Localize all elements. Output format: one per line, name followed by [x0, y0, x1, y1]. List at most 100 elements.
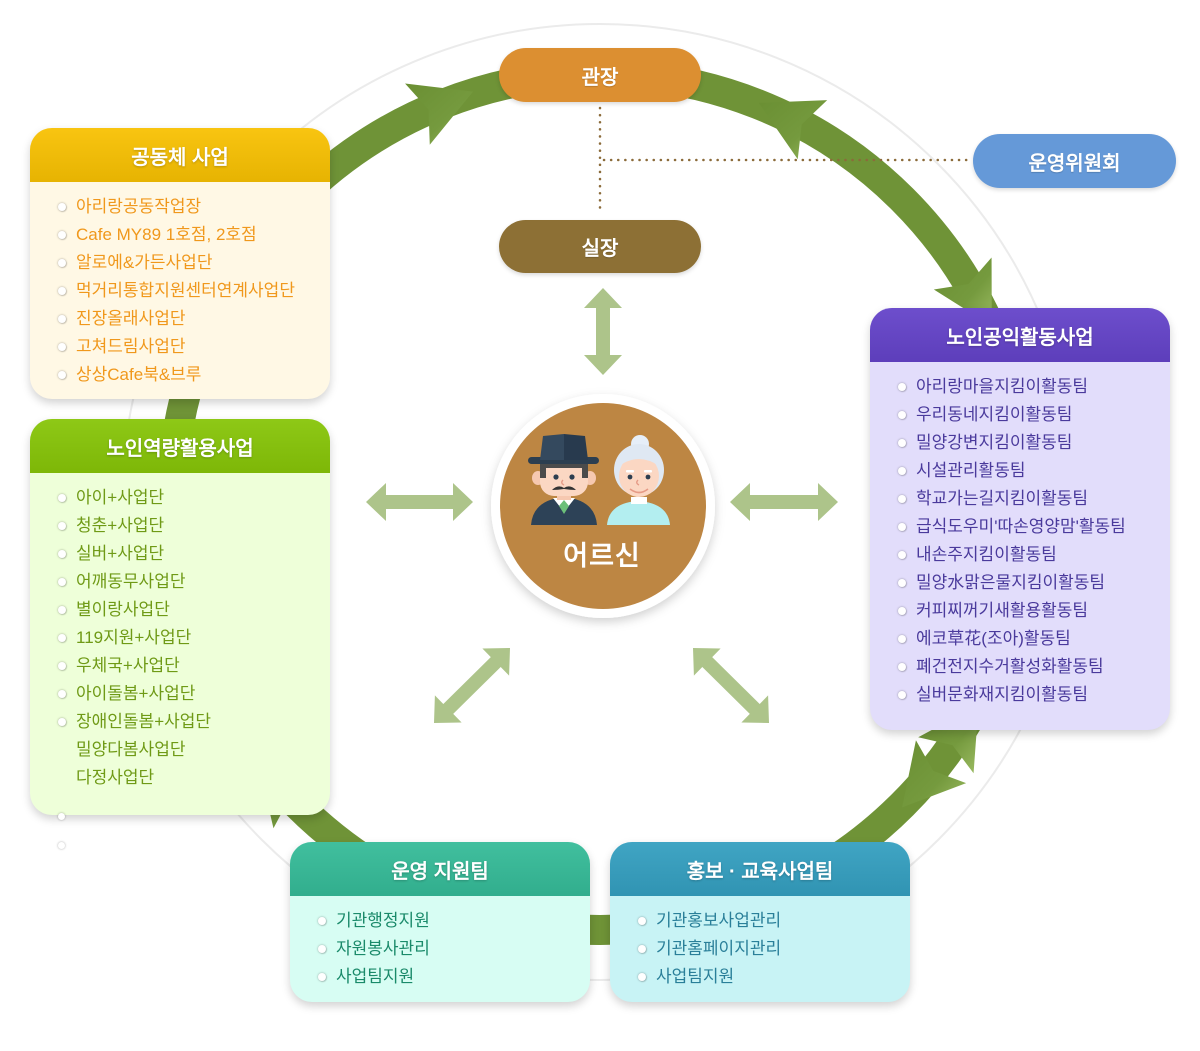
list-item: 자원봉사관리 [318, 935, 590, 963]
bullet-icon [58, 842, 65, 849]
list-item-text: 사업팀지원 [336, 967, 415, 986]
list-item-text: 밀양다봄사업단 [76, 740, 186, 759]
bullet-icon [318, 945, 326, 953]
list-item: 내손주지킴이활동팀 [898, 541, 1170, 569]
list-item-text: 고쳐드림사업단 [76, 337, 186, 356]
list-item: 청춘+사업단 [58, 512, 330, 540]
list-item: 밀양다봄사업단 [76, 736, 330, 764]
manager-node[interactable]: 실장 [499, 220, 701, 273]
list-item: 기관행정지원 [318, 907, 590, 935]
bullet-icon [898, 635, 906, 643]
operating-committee-node[interactable]: 운영위원회 [973, 134, 1176, 188]
list-item-text: 에코草花(조아)활동팀 [916, 629, 1071, 648]
list-item-text: 먹거리통합지원센터연계사업단 [76, 281, 295, 300]
list-item-text: 아이돌봄+사업단 [76, 684, 196, 703]
bullet-icon [898, 551, 906, 559]
bullet-icon [58, 343, 66, 351]
list-item: 사업팀지원 [318, 963, 590, 991]
list-item-text: 실버+사업단 [76, 544, 165, 563]
group-header: 공동체 사업 [30, 128, 330, 182]
list-item: 고쳐드림사업단 [58, 333, 330, 361]
bullet-icon [318, 973, 326, 981]
list-item: 알로에&가든사업단 [58, 249, 330, 277]
bullet-icon [58, 550, 66, 558]
list-item-text: 폐건전지수거활성화활동팀 [916, 657, 1104, 676]
bullet-icon [898, 495, 906, 503]
bullet-icon [898, 607, 906, 615]
list-item-text: Cafe MY89 1호점, 2호점 [76, 225, 257, 244]
bullet-icon [58, 259, 66, 267]
list-item: 아리랑공동작업장 [58, 193, 330, 221]
list-item: 어깨동무사업단 [58, 568, 330, 596]
bullet-icon [58, 494, 66, 502]
bullet-icon [898, 523, 906, 531]
list-item: 밀양강변지킴이활동팀 [898, 429, 1170, 457]
committee-label: 운영위원회 [1028, 152, 1121, 175]
list-item: 119지원+사업단 [58, 624, 330, 652]
list-item: 우체국+사업단 [58, 652, 330, 680]
bullet-icon [638, 973, 646, 981]
list-item-text: 기관행정지원 [336, 911, 430, 930]
list-item-text: 어깨동무사업단 [76, 572, 186, 591]
list-item-text: 내손주지킴이활동팀 [916, 545, 1057, 564]
group-header: 홍보 · 교육사업팀 [610, 842, 910, 896]
group-header: 노인공익활동사업 [870, 308, 1170, 362]
list-item: 시설관리활동팀 [898, 457, 1170, 485]
list-item-text: 다정사업단 [76, 768, 155, 787]
list-item-text: 진장올래사업단 [76, 309, 186, 328]
list-item-text: 우리동네지킴이활동팀 [916, 405, 1073, 424]
list-item-text: 알로에&가든사업단 [76, 253, 213, 272]
list-item: 실버+사업단 [58, 540, 330, 568]
list-item: 커피찌꺼기새활용활동팀 [898, 597, 1170, 625]
bullet-icon [58, 203, 66, 211]
list-item-text: 학교가는길지킴이활동팀 [916, 489, 1089, 508]
list-item-text: 기관홍보사업관리 [656, 911, 782, 930]
list-item-text: 커피찌꺼기새활용활동팀 [916, 601, 1089, 620]
center-label: 어르신 [563, 541, 641, 571]
list-item: 실버문화재지킴이활동팀 [898, 681, 1170, 709]
bullet-icon [898, 579, 906, 587]
list-item: 우리동네지킴이활동팀 [898, 401, 1170, 429]
bullet-icon [58, 690, 66, 698]
center-circle [500, 403, 706, 609]
double-arrow-lower-left [434, 648, 510, 723]
list-item: 아이+사업단 [58, 484, 330, 512]
bullet-icon [638, 917, 646, 925]
list-item-text: 별이랑사업단 [76, 600, 170, 619]
list-item: 아이돌봄+사업단 [58, 680, 330, 708]
list-item: 장애인돌봄+사업단 [58, 708, 330, 736]
director-node[interactable]: 관장 [499, 48, 701, 102]
list-item: 학교가는길지킴이활동팀 [898, 485, 1170, 513]
list-item-text: 밀양水맑은물지킴이활동팀 [916, 573, 1106, 592]
center-node [491, 394, 715, 618]
list-item-text: 밀양강변지킴이활동팀 [916, 433, 1073, 452]
group-header: 운영 지원팀 [290, 842, 590, 896]
list-item: 폐건전지수거활성화활동팀 [898, 653, 1170, 681]
bullet-icon [58, 634, 66, 642]
list-item: 기관홍보사업관리 [638, 907, 910, 935]
bullet-icon [58, 315, 66, 323]
bullet-icon [58, 287, 66, 295]
list-item-text: 상상Cafe북&브루 [76, 365, 202, 384]
list-item-text: 자원봉사관리 [336, 939, 430, 958]
list-item-text: 급식도우미'따손영양맘'활동팀 [916, 517, 1126, 536]
group-header: 노인역량활용사업 [30, 419, 330, 473]
list-item-text: 아리랑마을지킴이활동팀 [916, 377, 1089, 396]
director-label: 관장 [581, 66, 619, 89]
bullet-icon [58, 813, 65, 820]
bullet-icon [58, 662, 66, 670]
list-item-text: 우체국+사업단 [76, 656, 180, 675]
bullet-icon [898, 663, 906, 671]
bullet-icon [638, 945, 646, 953]
double-arrow-lower-right [693, 648, 769, 723]
